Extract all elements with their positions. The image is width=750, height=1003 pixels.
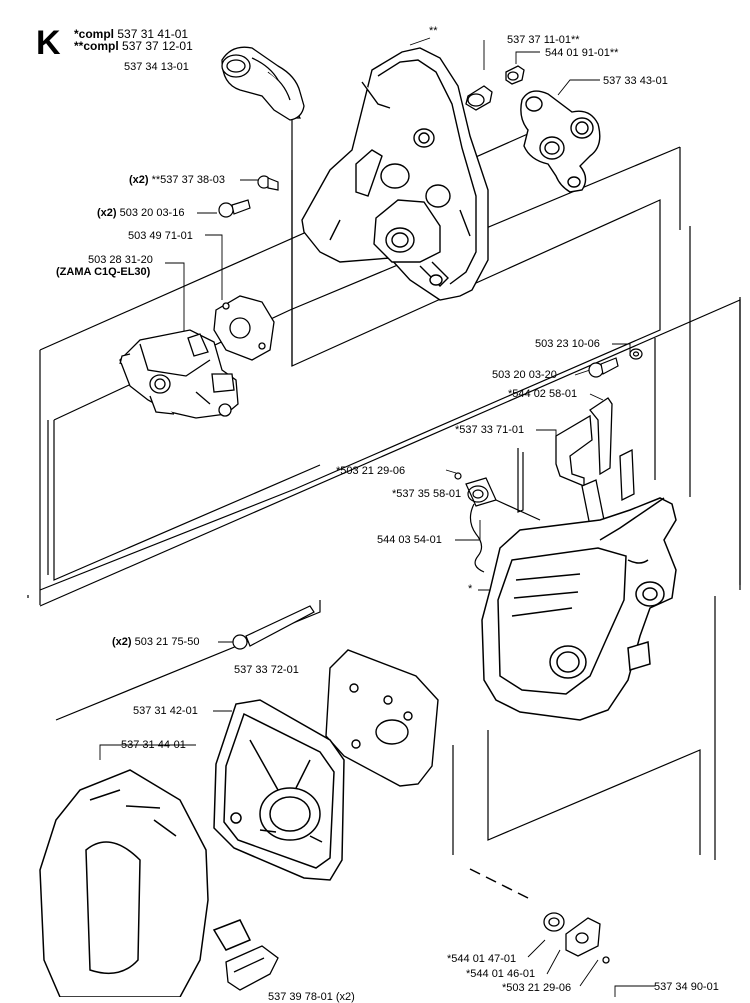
label-screw-carb-number: 503 20 03-16 <box>119 207 185 219</box>
label-carb-gasket: 503 49 71-01 <box>128 230 193 242</box>
label-screw-carb-qty: (x2) <box>97 207 117 219</box>
label-gasket-manifold: 537 33 43-01 <box>603 75 668 87</box>
label-screw-small: (x2) **537 37 38-03 <box>129 174 225 186</box>
bottom-bushing-part <box>543 912 565 932</box>
filter-holder-part <box>213 699 345 881</box>
label-choke-lever: *537 33 71-01 <box>455 424 525 436</box>
label-bushing: 537 37 11-01** <box>507 34 580 46</box>
frame-inner-2 <box>53 420 321 581</box>
carburetor-part <box>119 329 239 419</box>
label-filter-pad: 537 33 72-01 <box>234 664 299 676</box>
label-screw-small-qty: (x2) <box>129 174 149 186</box>
header-line-1-number: 537 31 41-01 <box>117 27 189 41</box>
section-letter: K <box>36 24 61 62</box>
filter-pad-part <box>325 649 439 787</box>
header-line-2: **compl 537 37 12-01 <box>74 40 193 53</box>
label-bracket: *544 02 58-01 <box>508 388 578 400</box>
cover-part <box>39 769 252 998</box>
label-filter-holder: 537 31 42-01 <box>133 705 198 717</box>
header-line-2-number: 537 37 12-01 <box>122 39 193 53</box>
carb-gasket-part <box>213 295 275 361</box>
label-carburetor: 503 28 31-20 <box>88 254 153 266</box>
spring-part <box>454 472 485 573</box>
frame-carb-box <box>517 448 524 513</box>
screw-part-small <box>257 175 279 191</box>
label-bushing-bottom: *544 01 47-01 <box>447 953 517 965</box>
header-line-1-prefix: *compl <box>74 27 115 41</box>
label-link: *537 35 58-01 <box>392 488 462 500</box>
gasket-manifold-part <box>520 90 601 193</box>
label-spring: 544 03 54-01 <box>377 534 442 546</box>
label-screw-bracket: 503 20 03-20 <box>492 369 557 381</box>
label-top-marker: ** <box>429 25 438 37</box>
label-plate-bottom: *544 01 46-01 <box>466 968 536 980</box>
intake-manifold <box>301 47 489 301</box>
header-line-2-prefix: **compl <box>74 39 119 53</box>
bottom-plate-part <box>565 917 610 964</box>
bushing-part <box>465 85 493 111</box>
label-screw-carb: (x2) 503 20 03-16 <box>97 207 184 219</box>
label-carburetor-model: (ZAMA C1Q-EL30) <box>56 266 151 278</box>
screw-part-carb <box>218 199 251 218</box>
label-elbow: 537 34 13-01 <box>124 61 189 73</box>
label-bottom-cut: 537 39 78-01 (x2) <box>268 991 355 1003</box>
label-screw-small-number: **537 37 38-03 <box>151 174 226 186</box>
long-bolt-part <box>232 605 315 650</box>
label-housing-marker: * <box>468 583 473 595</box>
label-washer: 503 23 10-06 <box>535 338 600 350</box>
label-nipple: 544 01 91-01** <box>545 47 619 59</box>
label-long-bolt: (x2) 503 21 75-50 <box>112 636 199 648</box>
clip-part <box>225 945 279 991</box>
label-cover: 537 31 44-01 <box>121 739 186 751</box>
housing-part <box>481 497 677 721</box>
nipple-part <box>505 65 525 85</box>
label-long-bolt-qty: (x2) <box>112 636 132 648</box>
header-line-1: *compl 537 31 41-01 <box>74 28 188 41</box>
label-long-bolt-number: 503 21 75-50 <box>134 636 200 648</box>
bracket-part <box>555 397 635 527</box>
elbow-part <box>221 46 305 121</box>
screw-part-bracket <box>588 357 619 378</box>
label-small-screw: *503 21 29-06 <box>336 465 406 477</box>
link-part <box>465 477 541 521</box>
washer-part <box>629 348 643 360</box>
housing-to-bolt <box>55 600 321 721</box>
label-bottom-right: 537 34 90-01 <box>654 981 719 993</box>
dashed-guide <box>469 868 529 899</box>
frame-lower-right-2 <box>487 730 701 855</box>
label-screw-bottom: *503 21 29-06 <box>502 982 572 994</box>
